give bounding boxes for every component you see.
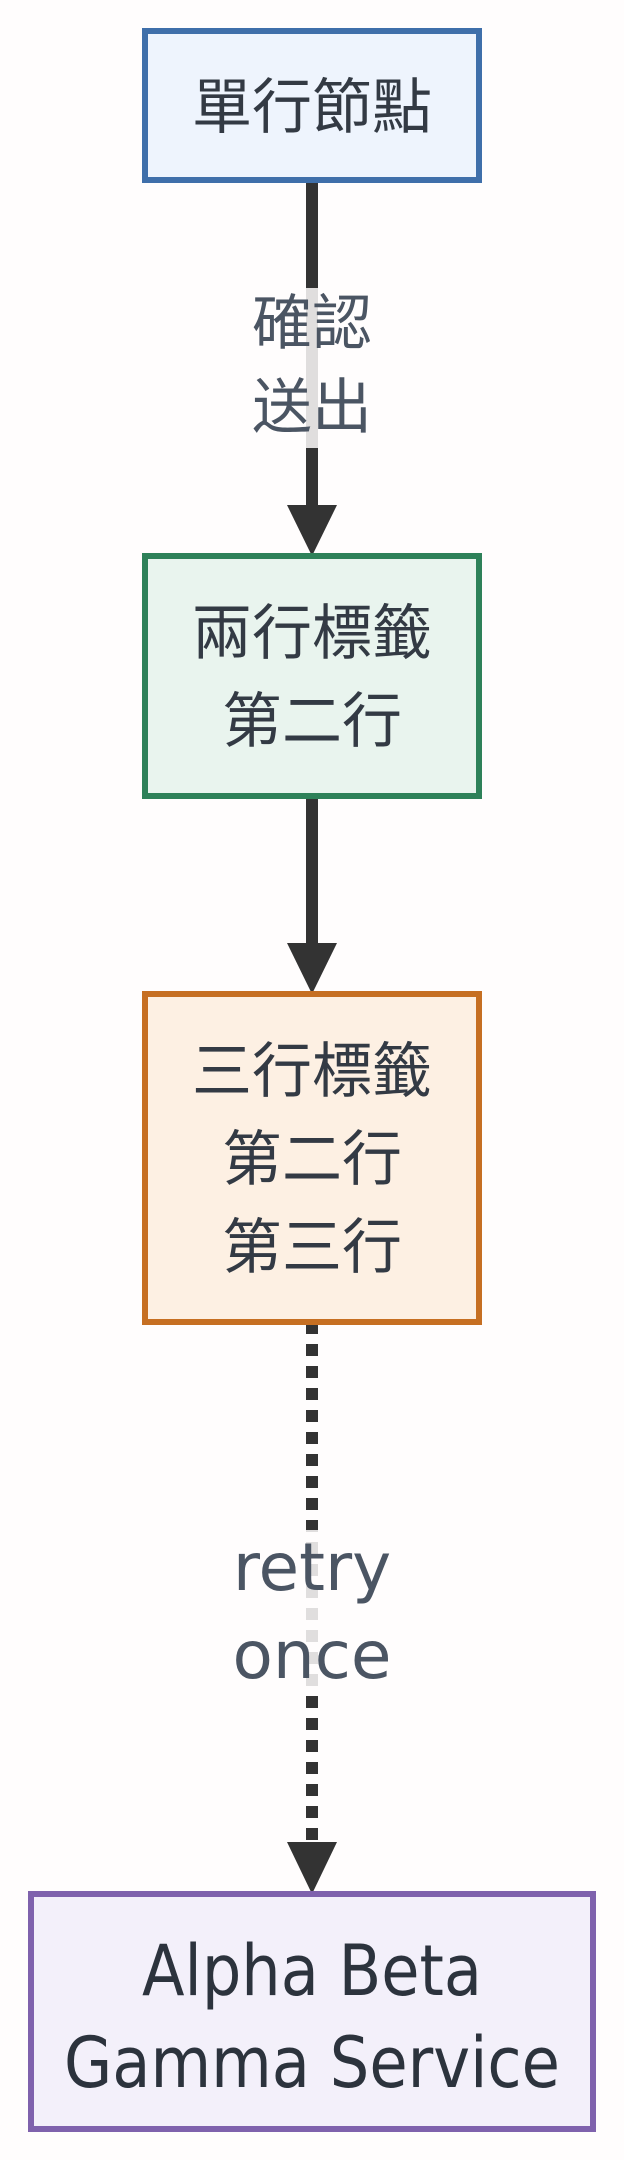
node-label-line-1: 單行節點 [192, 73, 432, 143]
node-n2: 兩行標籤 第二行 [142, 553, 482, 799]
arrowhead-icon [287, 1842, 337, 1894]
node-label-line-1: Alpha Beta [142, 1930, 482, 2012]
node-n3: 三行標籤 第二行 第三行 [142, 991, 482, 1325]
edge-label-line-1: 確認 [252, 289, 372, 359]
node-n1: 單行節點 [142, 28, 482, 183]
arrowhead-icon [287, 505, 337, 556]
node-label-line-1: 兩行標籤 [192, 599, 432, 669]
edge-label-line-2: once [232, 1617, 391, 1694]
node-n4: Alpha Beta Gamma Service [28, 1891, 596, 2132]
node-box [142, 991, 482, 1325]
node-label-line-2: Gamma Service [64, 2022, 560, 2104]
node-box [142, 28, 482, 183]
edge-label-bg [240, 288, 384, 448]
edge-n3-n4: retry once [225, 1322, 399, 1894]
node-label-line-2: 第二行 [222, 1125, 402, 1195]
edge-n2-n3 [287, 796, 337, 994]
node-label-line-2: 第二行 [222, 687, 402, 757]
edge-n1-n2: 確認 送出 [240, 180, 384, 556]
arrowhead-icon [287, 943, 337, 994]
node-label-line-1: 三行標籤 [192, 1037, 432, 1107]
node-box [28, 1891, 596, 2132]
edge-label-bg [225, 1530, 399, 1694]
edge-label-line-1: retry [233, 1529, 391, 1606]
node-label-line-3: 第三行 [222, 1213, 402, 1283]
node-box [142, 553, 482, 799]
edge-label-line-2: 送出 [252, 373, 372, 443]
